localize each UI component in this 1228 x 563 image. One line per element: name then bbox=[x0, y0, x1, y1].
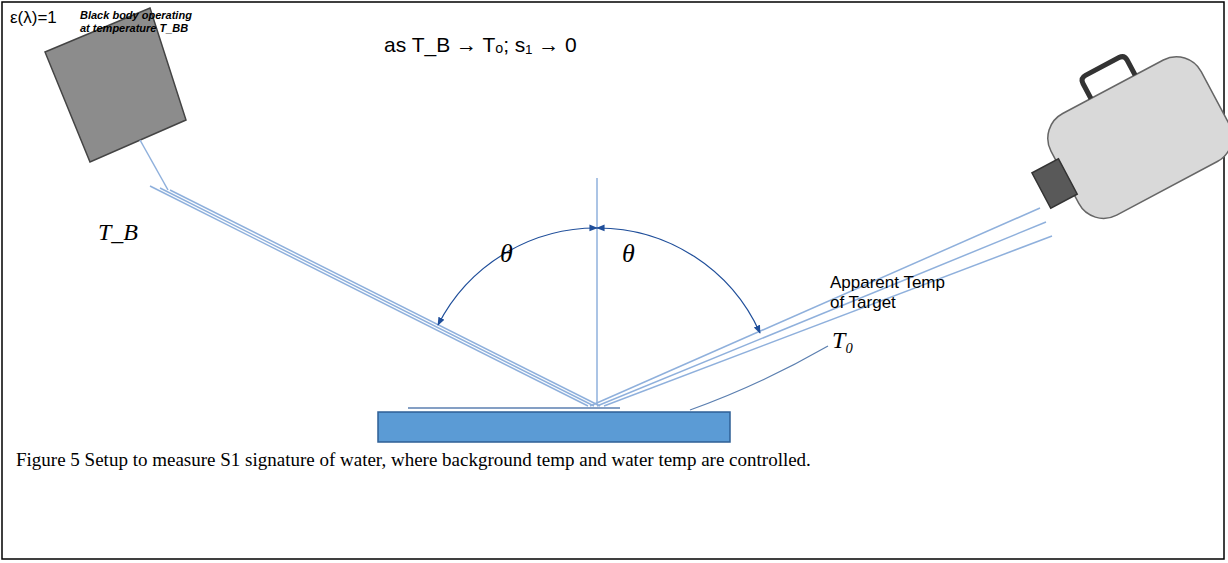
camera bbox=[1003, 27, 1228, 241]
water-film bbox=[408, 407, 620, 409]
emissivity-label: ε(λ)=1 bbox=[10, 8, 57, 28]
angle-arc bbox=[597, 228, 760, 333]
reflected-rays bbox=[590, 208, 1052, 406]
water-temp: T₀ bbox=[832, 326, 854, 355]
figure-caption: Figure 5 Setup to measure S1 signature o… bbox=[16, 447, 1016, 473]
angle-label: θ bbox=[500, 238, 513, 269]
apparent-temp-label: Apparent Temp of Target bbox=[830, 273, 955, 314]
incident-rays bbox=[150, 186, 600, 406]
angle-label: θ bbox=[622, 238, 635, 269]
angle-arc bbox=[438, 228, 597, 325]
leader-line bbox=[690, 346, 828, 410]
surface-normal bbox=[596, 178, 598, 404]
background-temp: T_B bbox=[98, 218, 138, 247]
condition-note: as T_B → Tₒ; s₁ → 0 bbox=[384, 32, 577, 57]
water-slab bbox=[378, 412, 730, 442]
blackbody-note: Black body operating at temperature T_BB bbox=[80, 9, 200, 35]
emission-line bbox=[140, 140, 168, 190]
